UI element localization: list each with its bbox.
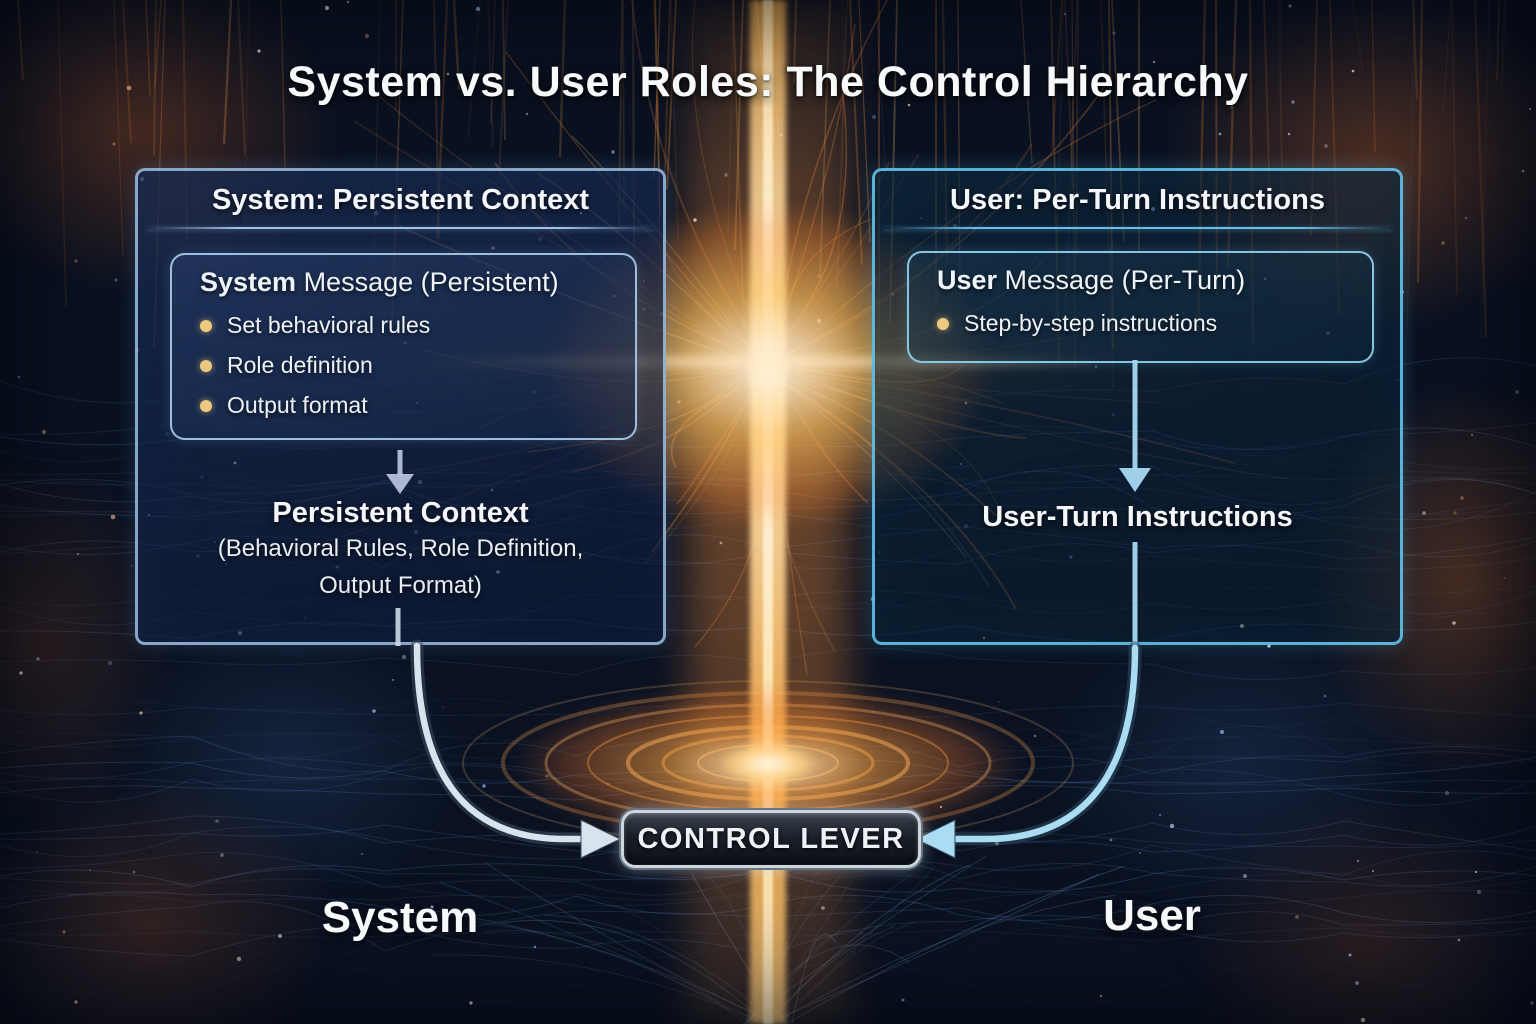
user-message-title-strong: User (937, 265, 998, 295)
bullet-dot-icon (200, 319, 212, 332)
list-item: Output format (200, 392, 607, 419)
user-panel-divider (883, 227, 1392, 229)
user-bullet-list: Step-by-step instructions (937, 310, 1344, 337)
system-panel-header: System: Persistent Context (211, 184, 590, 216)
list-item: Step-by-step instructions (937, 310, 1344, 337)
system-flow-label: Persistent Context (Behavioral Rules, Ro… (138, 497, 663, 604)
user-panel-header: User: Per-Turn Instructions (950, 184, 1325, 216)
control-lever-label: CONTROL LEVER (637, 822, 905, 855)
page-title: System vs. User Roles: The Control Hiera… (287, 58, 1249, 106)
user-message-title-rest: Message (Per-Turn) (997, 265, 1246, 295)
system-message-box: System Message (Persistent) Set behavior… (170, 253, 637, 440)
system-flow-title: Persistent Context (272, 497, 529, 529)
bullet-label: Output format (227, 392, 368, 418)
system-panel-divider (146, 227, 655, 229)
system-message-title-strong: System (200, 267, 297, 297)
user-footer-label: User (1103, 891, 1201, 940)
vortex-core (708, 738, 828, 790)
user-message-title: User Message (Per-Turn) (937, 265, 1344, 296)
system-flow-subtitle-line1: (Behavioral Rules, Role Definition, (217, 535, 584, 562)
system-message-title-rest: Message (Persistent) (296, 267, 559, 297)
system-panel: System: Persistent Context System Messag… (135, 168, 666, 645)
bullet-dot-icon (200, 399, 212, 412)
bullet-label: Step-by-step instructions (964, 310, 1218, 336)
bullet-dot-icon (937, 317, 949, 330)
system-footer-label: System (321, 893, 479, 942)
list-item: Role definition (200, 352, 607, 379)
user-flow-title: User-Turn Instructions (982, 501, 1293, 533)
system-bullet-list: Set behavioral rules Role definition Out… (200, 312, 607, 419)
user-flow-label: User-Turn Instructions (875, 501, 1400, 534)
bullet-label: Role definition (227, 352, 373, 378)
user-panel: User: Per-Turn Instructions User Message… (872, 168, 1403, 645)
user-message-box: User Message (Per-Turn) Step-by-step ins… (907, 251, 1374, 363)
control-lever: CONTROL LEVER (621, 810, 921, 868)
bullet-dot-icon (200, 359, 212, 372)
system-flow-subtitle-line2: Output Format) (319, 572, 482, 599)
bullet-label: Set behavioral rules (227, 312, 431, 338)
list-item: Set behavioral rules (200, 312, 607, 339)
system-message-title: System Message (Persistent) (200, 267, 607, 298)
